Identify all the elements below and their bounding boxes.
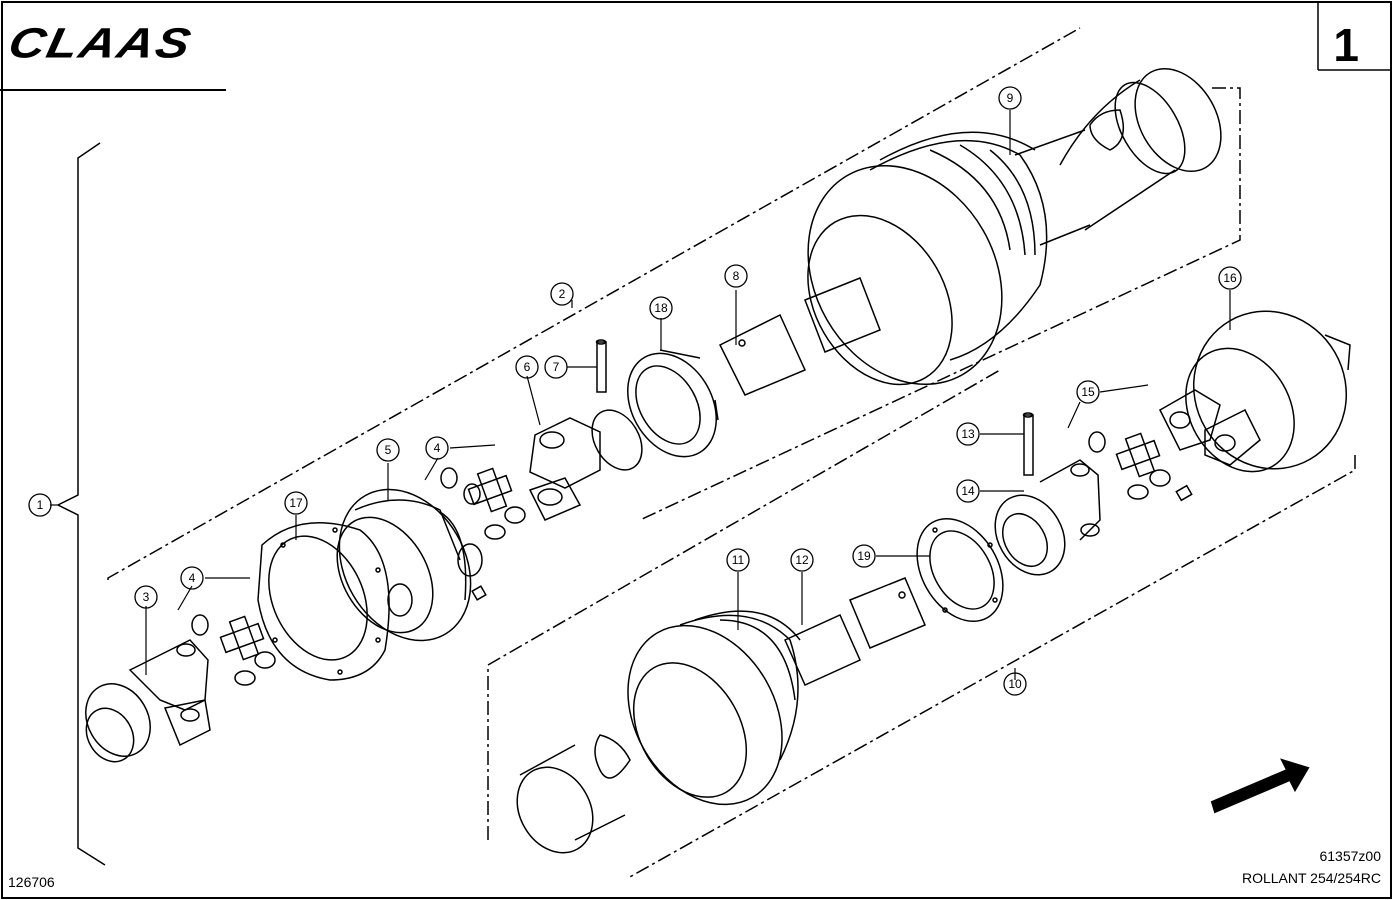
part-9-guard-tube xyxy=(1059,67,1222,231)
callout-17: 17 xyxy=(289,496,303,510)
grease-nipple-right xyxy=(1175,484,1193,502)
part-6-yoke xyxy=(528,409,643,521)
callout-13: 13 xyxy=(961,427,975,441)
assembly-outline-upper xyxy=(107,27,1081,580)
part-17-flange-ring xyxy=(257,521,390,681)
part-12-profile-tube xyxy=(784,577,926,686)
part-5-bearing-housing xyxy=(336,488,483,642)
callout-5: 5 xyxy=(385,443,392,457)
callout-9: 9 xyxy=(1007,91,1014,105)
callout-8: 8 xyxy=(733,269,740,283)
callout-14: 14 xyxy=(961,484,975,498)
document-id: 126706 xyxy=(8,874,55,890)
callout-12: 12 xyxy=(795,553,809,567)
assembly-outline-lower-right xyxy=(627,455,1356,879)
header-rule xyxy=(0,89,226,91)
assembly-outline-lower xyxy=(487,369,1001,840)
part-11-guard-cone xyxy=(627,610,801,806)
callout-4-upper: 4 xyxy=(434,441,441,455)
part-16-bearing-housing xyxy=(1159,310,1351,473)
callout-1: 1 xyxy=(37,498,44,512)
direction-arrow xyxy=(1210,758,1310,814)
part-4-cross-journal-upper xyxy=(440,467,526,540)
callout-4-lower: 4 xyxy=(189,571,196,585)
callout-2: 2 xyxy=(559,287,566,301)
part-13-pin xyxy=(1022,412,1034,476)
callout-labels: 1 2 3 4 4 5 6 7 8 9 10 11 12 13 14 15 16… xyxy=(37,91,1237,691)
callout-7: 7 xyxy=(553,360,560,374)
bracket-1 xyxy=(56,142,106,866)
grease-nipple-upper xyxy=(471,585,487,601)
part-19-flange-ring xyxy=(916,517,1004,623)
leader-lines xyxy=(50,110,1231,680)
part-15-cross-journal xyxy=(1088,431,1171,500)
machine-model: ROLLANT 254/254RC xyxy=(1241,870,1381,886)
drawing-number: 61357z00 xyxy=(1319,848,1381,864)
assembly-outline-upper-right xyxy=(639,87,1241,521)
part-8-profile-tube xyxy=(718,277,881,396)
callout-11: 11 xyxy=(732,553,745,567)
callout-16: 16 xyxy=(1223,271,1237,285)
part-7-pin xyxy=(595,339,607,393)
part-18-bearing-ring xyxy=(627,349,719,458)
callout-6: 6 xyxy=(524,360,531,374)
part-4-cross-journal-lower xyxy=(191,614,276,686)
callout-15: 15 xyxy=(1081,385,1095,399)
page-number: 1 xyxy=(1333,19,1359,71)
callout-18: 18 xyxy=(654,301,668,315)
part-11-guard-tube xyxy=(516,734,631,854)
callout-3: 3 xyxy=(143,590,150,604)
part-9-guard-cone xyxy=(807,129,1091,386)
part-3-yoke-hub xyxy=(85,639,211,763)
callout-19: 19 xyxy=(857,549,871,563)
callout-10: 10 xyxy=(1008,677,1022,691)
callout-circles xyxy=(28,86,1242,696)
part-14-yoke xyxy=(994,459,1101,576)
